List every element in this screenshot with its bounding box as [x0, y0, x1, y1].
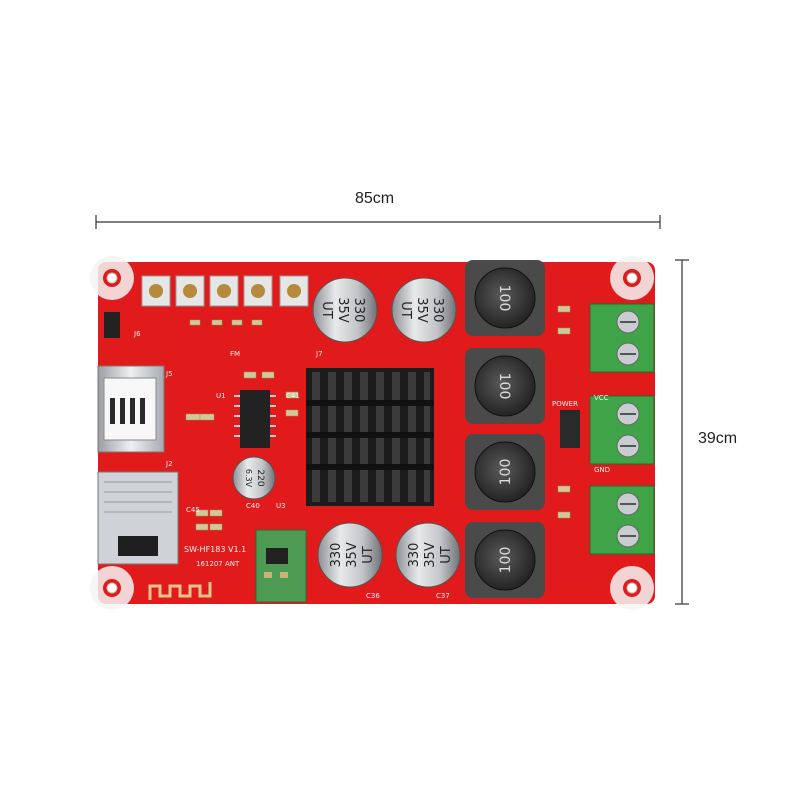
amplifier-board: 220 6.3V 330 35V UT 330 35V UT — [90, 256, 655, 610]
silk-c41: C41 — [286, 392, 300, 400]
height-dimension-line — [675, 259, 689, 605]
heatsink — [306, 368, 434, 506]
width-dimension-line — [95, 215, 661, 229]
inductors: 100 100 100 100 — [465, 260, 545, 598]
silk-fm: FM — [230, 350, 240, 358]
silk-power: POWER — [552, 400, 578, 408]
silk-vcc: VCC — [594, 394, 609, 402]
svg-text:6.3V: 6.3V — [244, 469, 253, 488]
svg-text:35V: 35V — [345, 542, 360, 568]
silk-u1: U1 — [216, 392, 226, 400]
terminal-blocks — [589, 303, 655, 555]
silk-u3: U3 — [276, 502, 286, 510]
silk-c45: C45 — [186, 506, 200, 514]
ir-receiver — [104, 312, 120, 338]
power-diode — [560, 410, 580, 448]
tactile-buttons — [141, 275, 309, 307]
svg-text:330: 330 — [329, 543, 344, 568]
board-date-label: 161207 ANT — [196, 560, 240, 568]
svg-text:330: 330 — [351, 298, 366, 323]
svg-text:220: 220 — [255, 469, 265, 486]
svg-text:UT: UT — [361, 546, 376, 564]
usb-port — [97, 365, 165, 453]
ic-chip — [234, 390, 276, 448]
svg-text:330: 330 — [407, 543, 422, 568]
silkscreen-labels: SW-HF183 V1.1 161207 ANT FM VCC GND POWE… — [133, 330, 610, 600]
svg-text:35V: 35V — [335, 297, 350, 323]
svg-text:UT: UT — [319, 301, 334, 319]
silk-j5: J5 — [165, 370, 173, 378]
silk-c36: C36 — [366, 592, 380, 600]
svg-text:100: 100 — [496, 373, 512, 400]
smd-components — [185, 305, 571, 531]
silk-j7: J7 — [315, 350, 323, 358]
large-capacitors: 330 35V UT 330 35V UT 330 35V UT — [312, 277, 461, 588]
height-dimension-label: 39cm — [698, 430, 738, 447]
antenna-trace — [148, 582, 212, 600]
svg-text:35V: 35V — [423, 542, 438, 568]
svg-text:100: 100 — [498, 547, 514, 574]
svg-text:100: 100 — [498, 459, 514, 486]
small-capacitor: 220 6.3V — [232, 456, 276, 500]
silk-c37: C37 — [436, 592, 450, 600]
silk-gnd: GND — [594, 466, 610, 474]
svg-text:35V: 35V — [414, 297, 429, 323]
sd-card-slot — [97, 471, 179, 565]
svg-text:UT: UT — [439, 546, 454, 564]
silk-j2: J2 — [165, 460, 173, 468]
svg-text:330: 330 — [430, 298, 445, 323]
svg-text:100: 100 — [496, 285, 512, 312]
bluetooth-module — [255, 529, 307, 603]
svg-text:UT: UT — [398, 301, 413, 319]
silk-c40: C40 — [246, 502, 260, 510]
silk-j6: J6 — [133, 330, 141, 338]
board-model-label: SW-HF183 V1.1 — [184, 545, 246, 554]
width-dimension-label: 85cm — [355, 190, 395, 207]
